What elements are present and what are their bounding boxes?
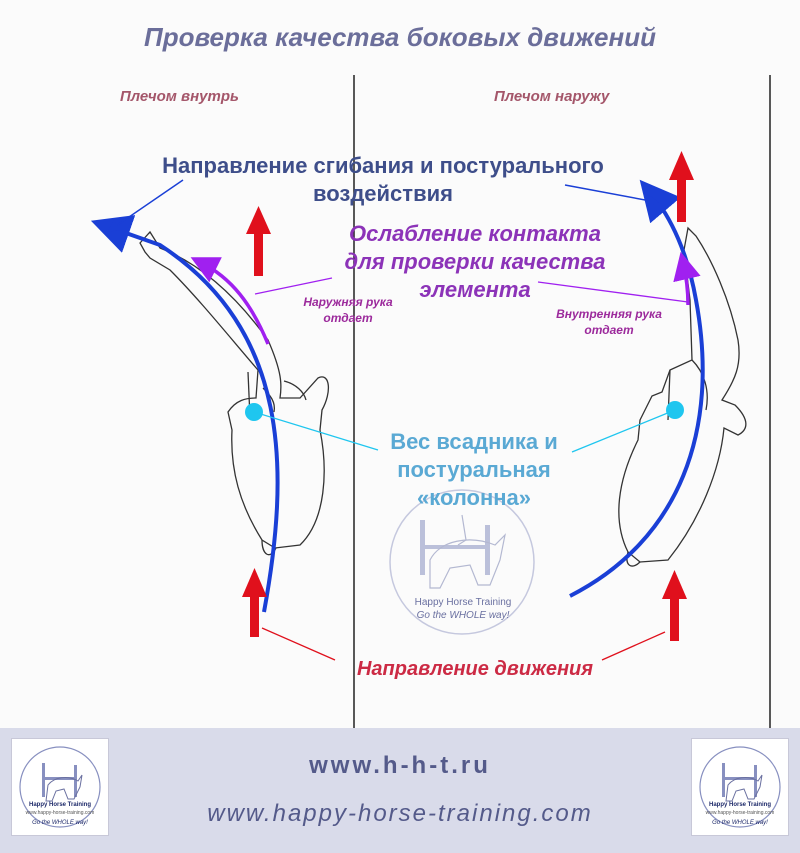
rider-weight-line-1: Вес всадника и xyxy=(390,429,558,454)
rider-weight-line-2: постуральная xyxy=(397,457,551,482)
logo-left-slogan: Go the WHOLE way! xyxy=(32,820,88,826)
right-heading: Плечом наружу xyxy=(494,88,610,105)
horse-logo-icon xyxy=(19,746,101,828)
movement-pointer-left xyxy=(261,627,336,661)
contact-release-line-2: для проверки качества xyxy=(344,249,606,274)
contact-release-line-1: Ослабление контакта xyxy=(349,221,601,246)
bending-pointer-right xyxy=(564,184,659,207)
weight-pointer-left xyxy=(253,411,379,451)
watermark-text: Happy Horse Training Go the WHOLE way! xyxy=(404,596,522,622)
logo-left-name: Happy Horse Training xyxy=(28,802,91,808)
inner-hand-line-1: Внутренняя рука xyxy=(556,307,662,321)
movement-pointer-right xyxy=(601,631,666,661)
bending-direction-line-1: Направление сгибания и постурального xyxy=(162,153,604,178)
contact-release-line-3: элемента xyxy=(419,277,531,302)
footer-logo-left: Happy Horse Training www.happy-horse-tra… xyxy=(11,738,109,836)
red-arrow-right-top xyxy=(669,151,694,222)
release-pointer-left xyxy=(254,277,333,295)
horse-logo-icon xyxy=(699,746,781,828)
red-arrow-right-bottom xyxy=(662,570,687,641)
right-bending-arc xyxy=(569,179,705,598)
right-release-arrow xyxy=(673,251,701,306)
outer-hand-line-2: отдает xyxy=(323,311,373,325)
page-title: Проверка качества боковых движений xyxy=(144,22,656,52)
bending-pointer-left xyxy=(107,179,184,232)
weight-pointer-right xyxy=(571,409,676,453)
inner-hand-label: Внутренняя рука отдает xyxy=(542,306,676,338)
red-arrow-left-top xyxy=(246,206,271,276)
logo-right-name: Happy Horse Training xyxy=(708,802,771,808)
bending-direction-line-2: воздействия xyxy=(313,181,453,206)
footer-bar xyxy=(0,728,800,853)
bending-direction-label: Направление сгибания и постурального воз… xyxy=(118,152,648,208)
watermark-slogan: Go the WHOLE way! xyxy=(416,610,510,621)
footer-logo-right: Happy Horse Training www.happy-horse-tra… xyxy=(691,738,789,836)
right-horse-drawing xyxy=(618,226,747,567)
inner-hand-line-2: отдает xyxy=(584,323,634,337)
outer-hand-line-1: Наружняя рука xyxy=(303,295,393,309)
left-horse-drawing xyxy=(139,230,329,556)
left-heading: Плечом внутрь xyxy=(120,88,239,105)
watermark-name: Happy Horse Training xyxy=(414,597,512,608)
logo-right-slogan: Go the WHOLE way! xyxy=(712,820,768,826)
watermark-logo xyxy=(389,489,535,635)
rider-weight-line-3: «колонна» xyxy=(416,485,532,510)
release-pointer-right xyxy=(537,281,689,303)
logo-left-site: www.happy-horse-training.com xyxy=(25,810,95,816)
movement-direction-label: Направление движения xyxy=(356,658,594,680)
footer-link-long[interactable]: www.happy-horse-training.com xyxy=(207,800,593,827)
footer-link-short[interactable]: www.h-h-t.ru xyxy=(309,752,491,779)
contact-release-label: Ослабление контакта для проверки качеств… xyxy=(315,220,635,304)
rider-weight-label: Вес всадника и постуральная «колонна» xyxy=(366,428,582,512)
lateral-movement-diagram xyxy=(90,75,771,728)
left-release-arrow xyxy=(190,257,270,345)
logo-right-site: www.happy-horse-training.com xyxy=(705,810,775,816)
outer-hand-label: Наружняя рука отдает xyxy=(286,294,410,326)
red-arrow-left-bottom xyxy=(242,568,267,637)
